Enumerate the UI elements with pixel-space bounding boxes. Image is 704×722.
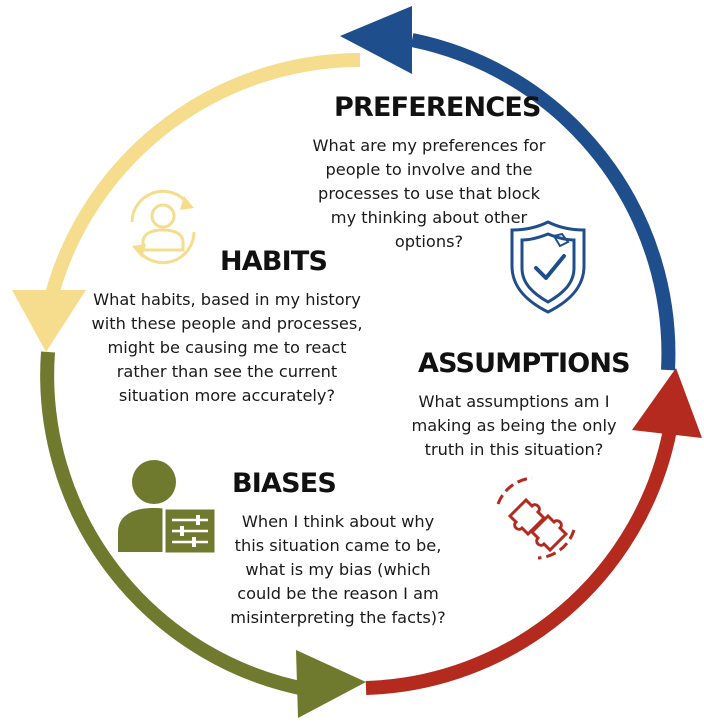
person-sliders-icon: [118, 460, 218, 556]
assumptions-heading: ASSUMPTIONS: [418, 348, 631, 379]
habits-line: with these people and processes,: [91, 314, 363, 333]
biases-line: what is my bias (which: [245, 560, 431, 579]
preferences-arrowhead: [340, 6, 412, 74]
preferences-line: processes to use that block: [318, 184, 540, 203]
biases-arc: [40, 351, 312, 697]
biases-line: this situation came to be,: [234, 536, 442, 555]
habits-line: might be causing me to react: [107, 338, 347, 357]
preferences-line: my thinking about other: [330, 208, 528, 227]
preferences-line: options?: [394, 232, 464, 251]
biases-heading: BIASES: [232, 468, 337, 499]
biases-arrowhead: [296, 650, 366, 718]
biases-line: could be the reason I am: [237, 584, 439, 603]
preferences-line: What are my preferences for: [312, 136, 546, 155]
assumptions-arc: [365, 428, 677, 695]
habits-text: What habits, based in my history with th…: [76, 288, 378, 408]
habits-arc: [41, 53, 361, 312]
biases-line: misinterpreting the facts)?: [230, 608, 446, 627]
habits-line: What habits, based in my history: [93, 290, 361, 309]
preferences-heading: PREFERENCES: [334, 92, 541, 123]
habits-line: rather than see the current: [116, 362, 338, 381]
habits-line: situation more accurately?: [118, 386, 336, 405]
puzzle-pieces-icon: [496, 476, 576, 560]
assumptions-line: making as being the only: [411, 416, 617, 435]
habits-heading: HABITS: [220, 246, 328, 277]
preferences-line: people to involve and the: [325, 160, 533, 179]
assumptions-line: What assumptions am I: [418, 392, 610, 411]
assumptions-line: truth in this situation?: [424, 440, 604, 459]
assumptions-text: What assumptions am I making as being th…: [402, 390, 626, 462]
person-cycle-icon: [130, 189, 196, 265]
biases-line: When I think about why: [241, 512, 435, 531]
habits-arrowhead: [12, 290, 86, 352]
preferences-text: What are my preferences for people to in…: [300, 134, 558, 254]
assumptions-arrowhead: [632, 368, 702, 438]
shield-check-icon: [510, 220, 586, 314]
biases-text: When I think about why this situation ca…: [222, 510, 454, 630]
preferences-arc: [410, 33, 676, 371]
